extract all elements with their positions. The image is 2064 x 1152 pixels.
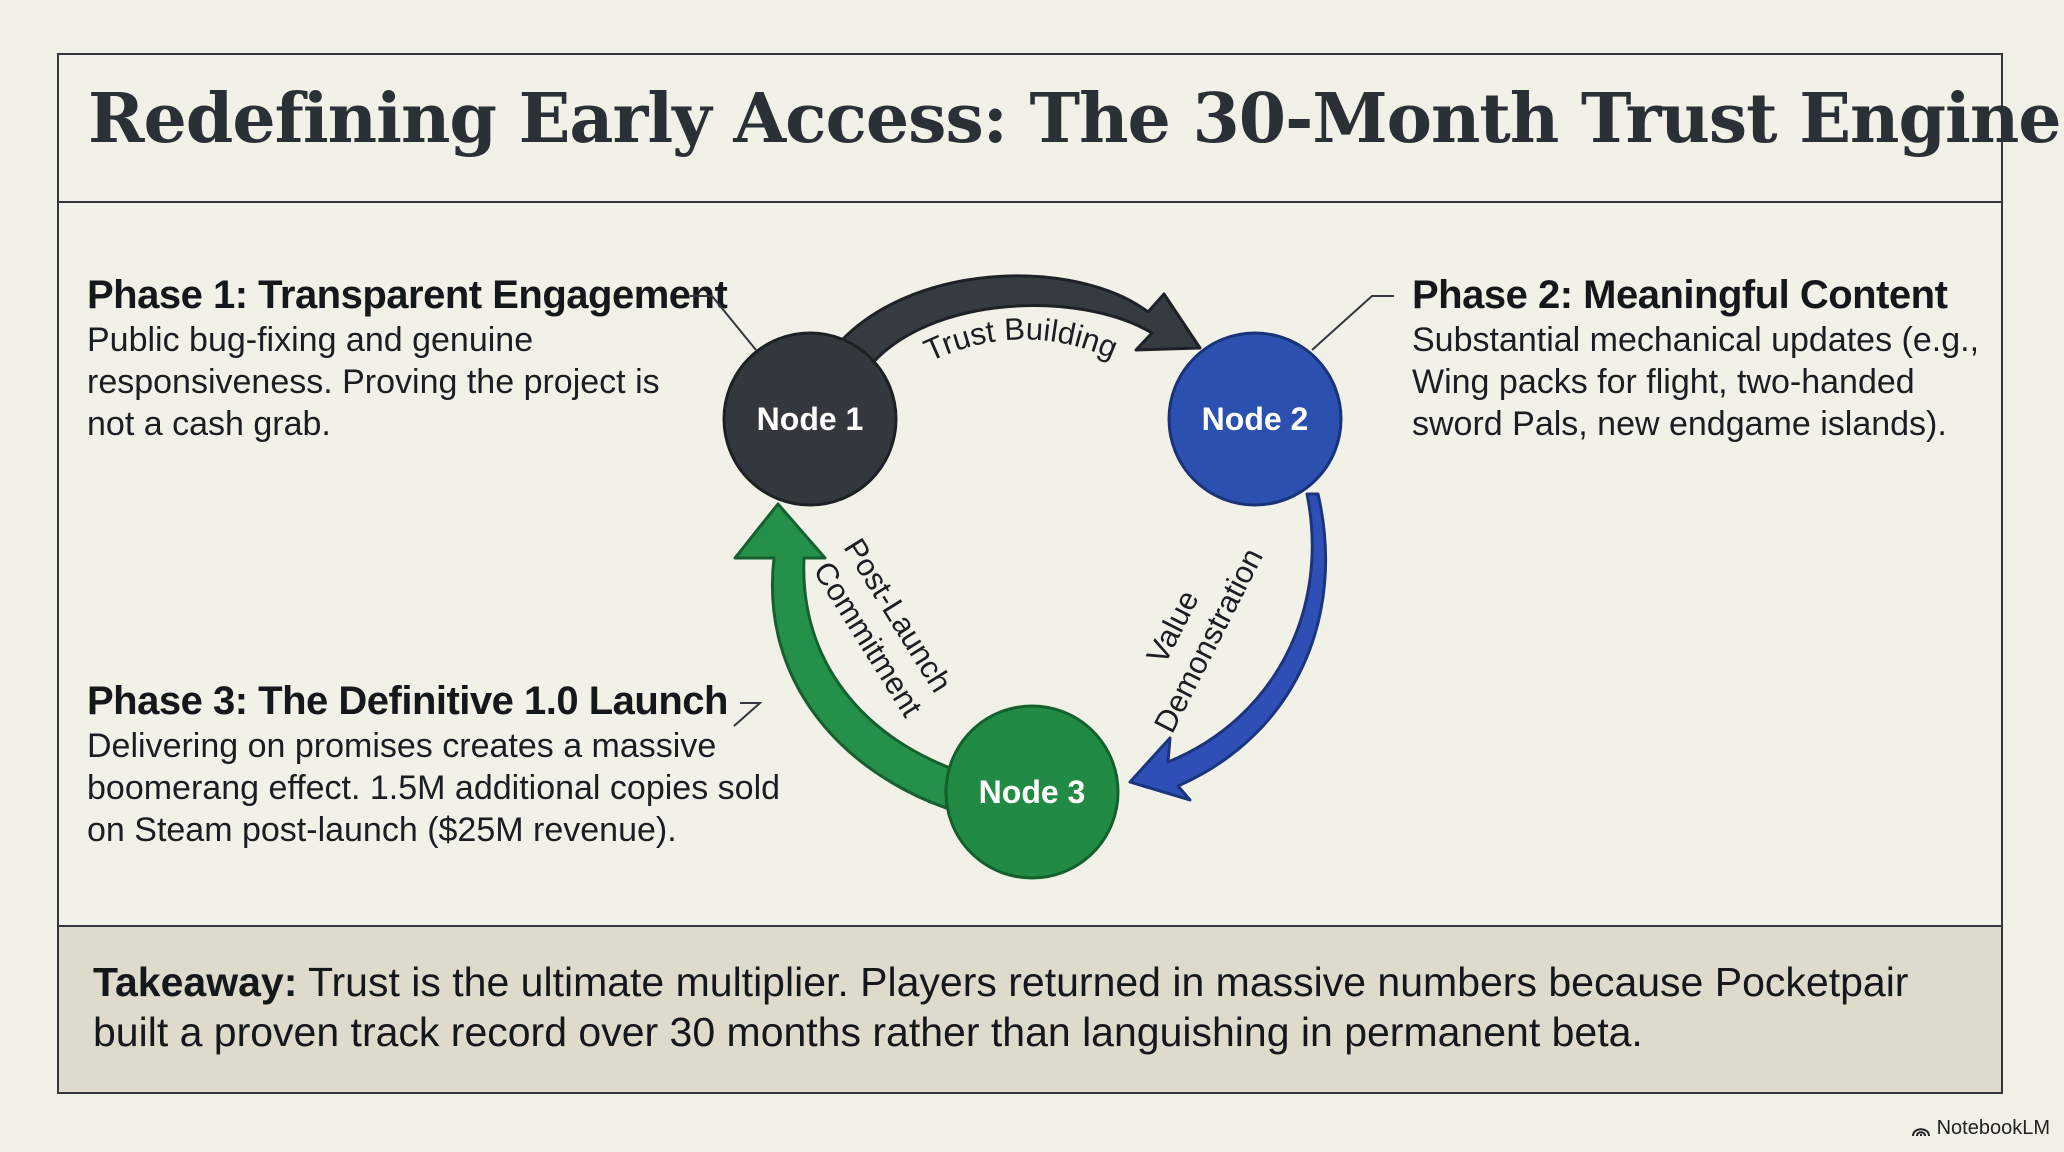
node-3-circle <box>944 704 1120 880</box>
phase-3-body: Delivering on promises creates a massive… <box>87 727 781 849</box>
takeaway-label: Takeaway: <box>93 959 298 1005</box>
phase-2: Phase 2: Meaningful Content Substantial … <box>1412 271 1982 445</box>
arrow-3-to-1 <box>733 502 952 810</box>
edge-value-demonstration: Value Demonstration <box>1113 492 1328 802</box>
arrow-1-to-2 <box>840 274 1202 368</box>
phase-2-leader-line <box>1311 295 1394 351</box>
node-2-label: Node 2 <box>1202 401 1309 437</box>
phase-3: Phase 3: The Definitive 1.0 Launch Deliv… <box>87 677 787 851</box>
notebooklm-logo-icon <box>1911 1127 1930 1136</box>
phase-2-body: Substantial mechanical updates (e.g., Wi… <box>1412 321 1980 443</box>
edge-label-trust-building: Trust Building <box>919 311 1123 368</box>
title-bar: Redefining Early Access: The 30-Month Tr… <box>59 55 2062 203</box>
node-2: Node 2 <box>1167 331 1343 507</box>
takeaway-box: Takeaway: Trust is the ultimate multipli… <box>59 925 2001 1092</box>
phase-1-body: Public bug-fixing and genuine responsive… <box>87 321 660 443</box>
arrow-2-to-3 <box>1128 492 1328 802</box>
phase-3-leader-line <box>733 702 763 727</box>
watermark-text: NotebookLM <box>1936 1117 2050 1139</box>
node-1-circle <box>722 331 898 507</box>
node-1-label: Node 1 <box>757 401 864 437</box>
takeaway-text: Trust is the ultimate multiplier. Player… <box>93 959 1909 1055</box>
phase-1: Phase 1: Transparent Engagement Public b… <box>87 271 728 445</box>
page-title: Redefining Early Access: The 30-Month Tr… <box>88 79 2062 159</box>
edge-post-launch-commitment: Post-Launch Commitment <box>733 502 959 810</box>
slide-frame: Redefining Early Access: The 30-Month Tr… <box>57 53 2062 1094</box>
node-1: Node 1 <box>722 331 898 507</box>
phase-3-title: Phase 3: The Definitive 1.0 Launch <box>87 679 728 723</box>
edge-label-value-demonstration: Value Demonstration <box>1113 525 1270 738</box>
phase-1-leader-line <box>690 295 757 351</box>
node-3: Node 3 <box>944 704 1120 880</box>
phase-2-title: Phase 2: Meaningful Content <box>1412 273 1948 317</box>
node-2-circle <box>1167 331 1343 507</box>
watermark: NotebookLM <box>1911 1117 2050 1140</box>
edge-trust-building: Trust Building <box>840 274 1202 368</box>
phase-1-title: Phase 1: Transparent Engagement <box>87 273 728 317</box>
node-3-label: Node 3 <box>979 774 1086 810</box>
